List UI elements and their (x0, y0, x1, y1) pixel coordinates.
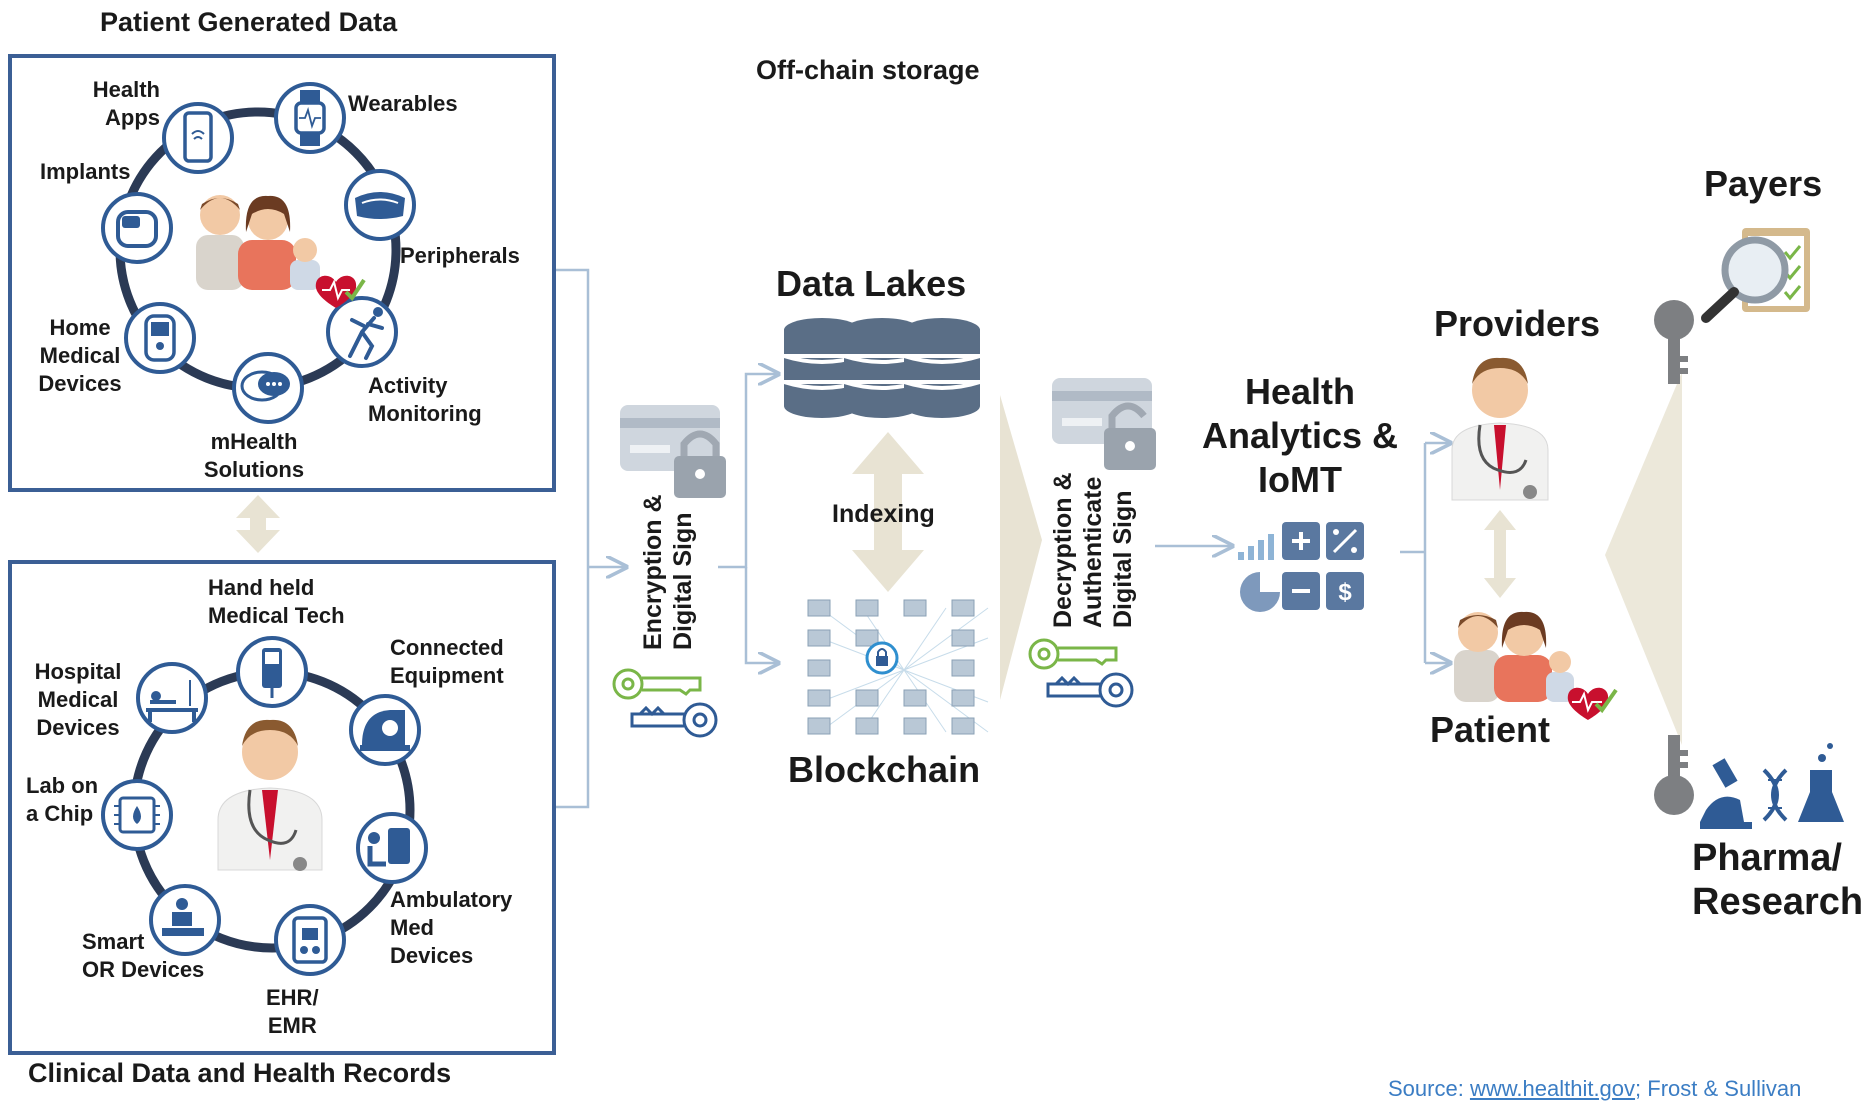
database-icon (783, 318, 981, 418)
blockchain-label: Blockchain (788, 749, 981, 790)
glucometer-icon (124, 302, 196, 374)
patient-family-illustration (196, 195, 366, 308)
input-bracket (552, 268, 626, 809)
storage-branch (718, 374, 778, 663)
microscope-icon (1700, 758, 1752, 829)
label-ehr-emr: EHR/EMR (266, 985, 319, 1038)
green-key-icon (612, 668, 702, 700)
svg-text:$: $ (1338, 579, 1352, 606)
patient-panel-title: Patient Generated Data (100, 7, 398, 37)
analytics-icon: $ (1238, 522, 1364, 612)
clinical-panel-title: Clinical Data and Health Records (28, 1058, 452, 1088)
encryption-lock-icon (620, 405, 726, 498)
hospital-bed-icon (136, 662, 208, 734)
pharma-research-label: Pharma/Research (1692, 837, 1864, 923)
payers-key-icon (1654, 300, 1694, 384)
chip-icon (101, 779, 173, 851)
source-link[interactable]: www.healthit.gov (1469, 1076, 1636, 1101)
payers-clipboard-icon (1701, 228, 1810, 323)
clinician-illustration (217, 719, 323, 871)
smartwatch-icon (274, 82, 346, 154)
data-lakes-label: Data Lakes (776, 263, 967, 304)
panel-link-arrow (236, 495, 280, 553)
payers-label: Payers (1704, 163, 1823, 204)
pharma-key-icon (1654, 735, 1694, 815)
blue-key-icon (630, 702, 718, 738)
handheld-device-icon (236, 636, 308, 708)
storage-chevron (1000, 395, 1042, 700)
implant-icon (101, 192, 173, 264)
smartphone-icon (162, 102, 234, 174)
label-peripherals: Peripherals (400, 243, 520, 268)
source-note: Source: www.healthit.gov; Frost & Sulliv… (1388, 1076, 1802, 1101)
clinical-data-panel (8, 560, 556, 1055)
indexing-arrow (852, 432, 924, 592)
encryption-label: Encryption &Digital Sign (639, 494, 697, 650)
patient-family-small-illustration (1454, 611, 1618, 720)
activity-icon (326, 296, 398, 368)
scanner-icon (349, 694, 421, 766)
dna-icon (1762, 768, 1788, 822)
blockchain-network-icon (807, 599, 989, 735)
decryption-lock-icon (1052, 378, 1156, 470)
label-implants: Implants (40, 159, 131, 184)
ehr-tablet-icon (274, 904, 346, 976)
output-bracket (1400, 443, 1450, 663)
operating-room-icon (149, 884, 221, 956)
chat-bubble-icon (232, 352, 304, 424)
patient-generated-panel (8, 54, 556, 492)
decrypt-green-key-icon (1028, 638, 1118, 670)
provider-doctor-illustration (1451, 357, 1549, 501)
flask-icon (1798, 743, 1844, 822)
decrypt-blue-key-icon (1046, 672, 1134, 708)
provider-patient-arrow (1484, 510, 1516, 598)
stakeholder-wedge (1605, 372, 1682, 745)
patient-label: Patient (1430, 709, 1551, 750)
offchain-storage-label: Off-chain storage (756, 55, 980, 85)
indexing-label: Indexing (832, 500, 935, 528)
label-wearables: Wearables (348, 91, 458, 116)
vr-headset-icon (344, 169, 416, 241)
providers-label: Providers (1434, 303, 1601, 344)
ambulatory-icon (356, 812, 428, 884)
